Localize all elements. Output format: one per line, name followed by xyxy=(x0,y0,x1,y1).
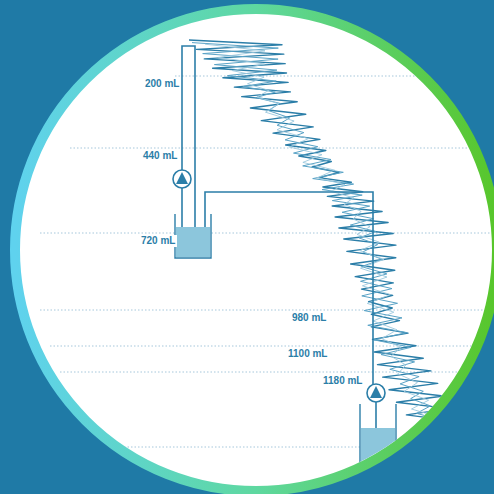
volume-label: 1180 mL xyxy=(321,375,364,387)
flow-waves xyxy=(189,40,460,444)
right-container xyxy=(360,404,396,470)
volume-label: 200 mL xyxy=(143,78,181,90)
wave-strand xyxy=(192,43,455,443)
volume-label: 1100 mL xyxy=(286,348,329,360)
wave-strand xyxy=(189,40,460,440)
wave-strand xyxy=(205,44,452,444)
volume-label: 440 mL xyxy=(141,150,179,162)
pump-symbol xyxy=(367,384,385,402)
level-lines xyxy=(40,76,494,447)
frame-ring xyxy=(15,9,494,491)
volume-label: 980 mL xyxy=(290,312,328,324)
left-container xyxy=(175,214,211,258)
volume-label: 720 mL xyxy=(139,235,177,247)
pump-symbol xyxy=(173,170,191,188)
